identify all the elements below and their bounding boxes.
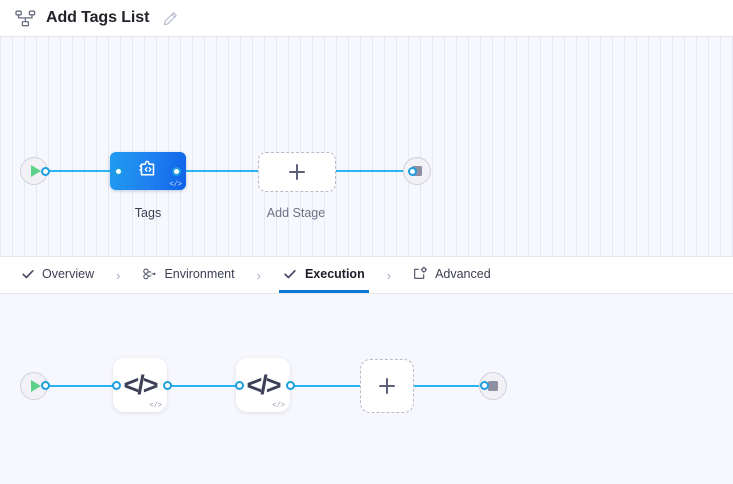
generate-tags-output-port[interactable] bbox=[163, 381, 172, 390]
code-icon: </> bbox=[123, 369, 158, 400]
stage-flow: </> Tags Add Stage bbox=[0, 37, 733, 256]
code-icon: </> bbox=[246, 369, 281, 400]
step-node-add-tags[interactable]: </> </> bbox=[236, 358, 290, 412]
plus-icon bbox=[379, 378, 395, 394]
plus-icon bbox=[289, 164, 305, 180]
play-icon bbox=[30, 165, 41, 177]
cluster-icon bbox=[142, 266, 157, 281]
stop-icon bbox=[488, 381, 498, 391]
tab-execution[interactable]: Execution bbox=[278, 257, 369, 293]
page-header: Add Tags List bbox=[0, 0, 733, 37]
step-node-code-badge: </> bbox=[149, 402, 162, 410]
edge-start-to-tags bbox=[40, 170, 120, 172]
pencil-icon[interactable] bbox=[160, 8, 180, 28]
tags-input-port[interactable] bbox=[114, 167, 123, 176]
edge-tags-to-add-stage bbox=[176, 170, 260, 172]
tab-separator-1: › bbox=[116, 267, 121, 283]
tab-overview-label: Overview bbox=[42, 266, 95, 281]
step-node-generate-tags[interactable]: </> </> bbox=[113, 358, 167, 412]
tab-separator-3: › bbox=[386, 267, 392, 283]
tab-environment[interactable]: Environment bbox=[138, 257, 238, 293]
add-stage-label: Add Stage bbox=[266, 206, 326, 220]
tab-bar[interactable]: Overview › Environment › bbox=[0, 257, 733, 293]
tab-execution-label: Execution bbox=[304, 266, 365, 281]
end-input-port[interactable] bbox=[408, 167, 417, 176]
code-puzzle-icon bbox=[136, 157, 160, 186]
start-output-port[interactable] bbox=[41, 381, 50, 390]
add-stage-button[interactable] bbox=[258, 152, 336, 192]
check-icon bbox=[20, 266, 35, 281]
pipeline-nodes-icon bbox=[14, 7, 36, 29]
end-node[interactable] bbox=[403, 157, 431, 185]
add-tags-output-port[interactable] bbox=[286, 381, 295, 390]
edge-add-tags-to-add-step bbox=[290, 385, 362, 387]
tab-overview[interactable]: Overview bbox=[16, 257, 98, 293]
execution-canvas[interactable]: </> </> Generate Tags </> </> Add Tags A… bbox=[0, 293, 733, 484]
tab-advanced[interactable]: Advanced bbox=[409, 257, 495, 293]
box-gear-icon bbox=[413, 266, 428, 281]
stage-node-code-badge: </> bbox=[169, 181, 182, 189]
page-title: Add Tags List bbox=[46, 9, 150, 26]
end-node[interactable] bbox=[479, 372, 507, 400]
stage-node-label-tags: Tags bbox=[134, 206, 162, 220]
add-step-button[interactable] bbox=[360, 359, 414, 413]
stop-icon bbox=[412, 166, 422, 176]
edge-generate-tags-to-add-tags bbox=[166, 385, 242, 387]
tab-environment-label: Environment bbox=[164, 266, 235, 281]
execution-flow: </> </> Generate Tags </> </> Add Tags A… bbox=[0, 294, 733, 484]
edge-add-step-to-end bbox=[410, 385, 485, 387]
tab-advanced-label: Advanced bbox=[435, 266, 491, 281]
edge-start-to-generate-tags bbox=[40, 385, 118, 387]
end-input-port[interactable] bbox=[480, 381, 489, 390]
step-node-code-badge: </> bbox=[272, 402, 285, 410]
generate-tags-input-port[interactable] bbox=[112, 381, 121, 390]
add-tags-input-port[interactable] bbox=[235, 381, 244, 390]
check-icon bbox=[283, 266, 298, 281]
tab-separator-2: › bbox=[256, 267, 261, 283]
start-output-port[interactable] bbox=[41, 167, 50, 176]
stage-canvas[interactable]: </> Tags Add Stage bbox=[0, 37, 733, 257]
play-icon bbox=[30, 380, 41, 392]
edge-add-stage-to-end bbox=[333, 170, 413, 172]
tags-output-port[interactable] bbox=[172, 167, 181, 176]
